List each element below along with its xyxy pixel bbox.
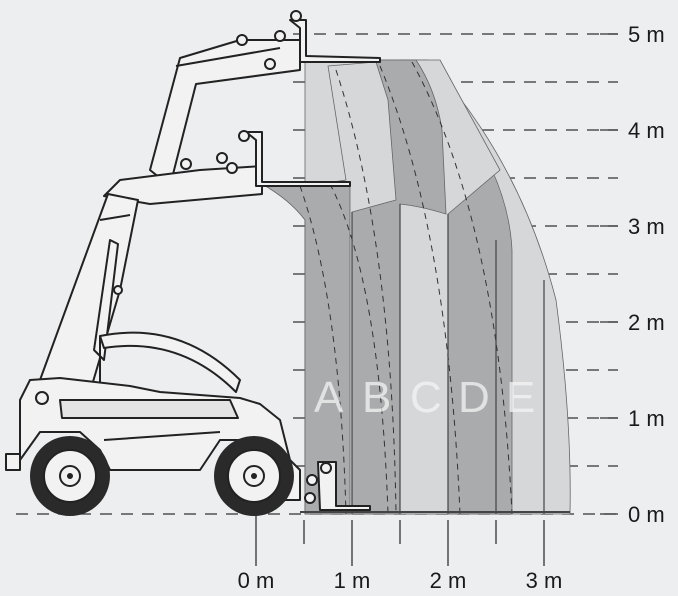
cabin-roof [99, 331, 241, 393]
boom-main [39, 193, 139, 393]
zone-label-d: D [458, 373, 490, 422]
label-dashes [600, 33, 618, 515]
zone-d-area [444, 169, 513, 515]
reach-arcs [299, 61, 513, 515]
load-zones [260, 59, 571, 515]
boom-upper [149, 39, 301, 187]
y-label-2m: 2 m [628, 310, 665, 335]
fork-middle [245, 131, 351, 187]
tool-carrier-lower [317, 461, 371, 511]
zone-a-dark-area [260, 181, 351, 515]
distance-ticks [255, 514, 545, 566]
rear-hitch [5, 453, 21, 471]
y-label-0m: 0 m [628, 502, 665, 527]
zone-label-e: E [506, 373, 535, 422]
telehandler [5, 10, 381, 511]
x-label-2m: 2 m [430, 568, 467, 593]
zone-label-a: A [314, 373, 344, 422]
zone-label-b: B [362, 373, 391, 422]
y-label-4m: 4 m [628, 118, 665, 143]
x-label-0m: 0 m [238, 568, 275, 593]
x-label-1m: 1 m [334, 568, 371, 593]
front-wheel [214, 436, 294, 516]
y-label-5m: 5 m [628, 22, 665, 47]
fork-upper [289, 19, 381, 63]
zone-separators [351, 204, 545, 514]
rear-wheel [30, 436, 110, 516]
zone-label-c: C [410, 373, 442, 422]
x-label-3m: 3 m [526, 568, 563, 593]
y-label-3m: 3 m [628, 214, 665, 239]
y-label-1m: 1 m [628, 406, 665, 431]
